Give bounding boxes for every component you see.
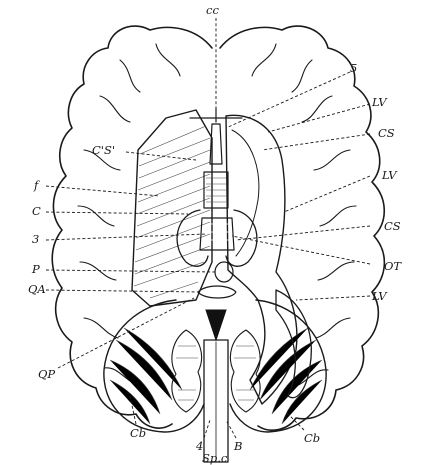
right-gyri — [252, 44, 356, 386]
label-spc: Sp.c — [202, 451, 228, 465]
label-cc: cc — [206, 3, 219, 17]
label-f: f — [33, 178, 40, 192]
corpora-quadrigemina — [198, 286, 236, 298]
longitudinal-fissure — [190, 18, 242, 122]
label-3: 3 — [32, 232, 39, 246]
label-lv-top: LV — [371, 95, 388, 109]
label-5: 5 — [350, 61, 357, 75]
label-csl: C'S' — [92, 143, 115, 157]
third-ventricle — [200, 218, 234, 250]
fourth-ventricle — [206, 310, 226, 340]
left-hemisphere-outline — [52, 26, 212, 428]
label-qa: QA — [28, 282, 46, 296]
label-cb-right: Cb — [304, 431, 320, 445]
label-c: C — [32, 204, 41, 218]
cerebrum-outline — [52, 26, 384, 430]
left-internal-capsule-striae — [132, 110, 212, 306]
leader-lines — [46, 72, 370, 438]
right-hemisphere-outline — [220, 26, 384, 430]
label-cs-top: CS — [378, 126, 395, 140]
label-lv-mid: LV — [381, 168, 398, 182]
label-cs-mid: CS — [384, 219, 401, 233]
label-lv-low: LV — [371, 289, 388, 303]
label-qp: QP — [38, 367, 55, 381]
label-b: B — [233, 439, 242, 453]
label-ot: OT — [384, 259, 402, 273]
label-cb-left: Cb — [130, 426, 146, 440]
label-p: P — [31, 262, 40, 276]
